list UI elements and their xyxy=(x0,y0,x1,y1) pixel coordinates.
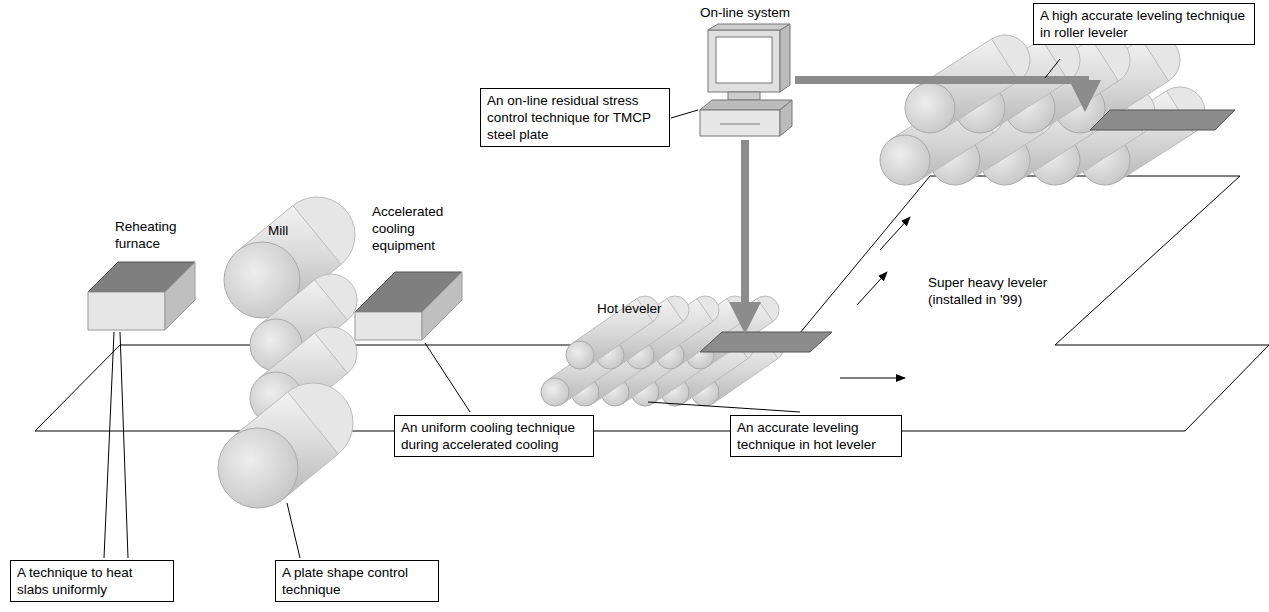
leader-lines xyxy=(104,59,1060,558)
callout-box: An uniform cooling technique during acce… xyxy=(394,415,594,457)
callout-text: An accurate leveling technique in hot le… xyxy=(737,419,895,453)
callout-text: A plate shape control technique xyxy=(282,564,432,598)
reheating-furnace xyxy=(88,262,195,330)
branch-plane xyxy=(790,176,1240,345)
accelerated-cooling-equipment xyxy=(355,272,462,340)
callout-box: A plate shape control technique xyxy=(275,560,439,602)
callout-text: A technique to heat slabs uniformly xyxy=(17,564,167,598)
equipment-label: Accelerated cooling equipment xyxy=(372,203,467,254)
steel-plate xyxy=(700,332,832,352)
branch-joint xyxy=(790,344,1055,346)
callout-box: An on-line residual stress control techn… xyxy=(480,88,670,147)
callout-text: An on-line residual stress control techn… xyxy=(487,92,663,143)
callout-text: A high accurate leveling technique in ro… xyxy=(1040,7,1248,41)
control-arrow xyxy=(741,140,749,318)
callout-box: A high accurate leveling technique in ro… xyxy=(1033,3,1255,45)
callout-box: An accurate leveling technique in hot le… xyxy=(730,415,902,457)
roller xyxy=(218,383,353,508)
callout-box: A technique to heat slabs uniformly xyxy=(10,560,174,602)
steel-plate xyxy=(1090,110,1235,130)
flow-arrow xyxy=(840,378,905,379)
equipment-label: Mill xyxy=(268,222,328,239)
equipment-label: Hot leveler xyxy=(597,300,697,317)
equipment-label: Super heavy leveler (installed in '99) xyxy=(928,274,1063,308)
flow-arrow xyxy=(880,217,910,250)
rolls xyxy=(218,35,1205,508)
flow-arrow xyxy=(857,272,887,305)
equipment-label: Reheating furnace xyxy=(115,218,205,252)
computer xyxy=(700,24,792,136)
callout-text: An uniform cooling technique during acce… xyxy=(401,419,587,453)
control-arrow xyxy=(795,80,1085,96)
equipment-label: On-line system xyxy=(700,4,830,21)
